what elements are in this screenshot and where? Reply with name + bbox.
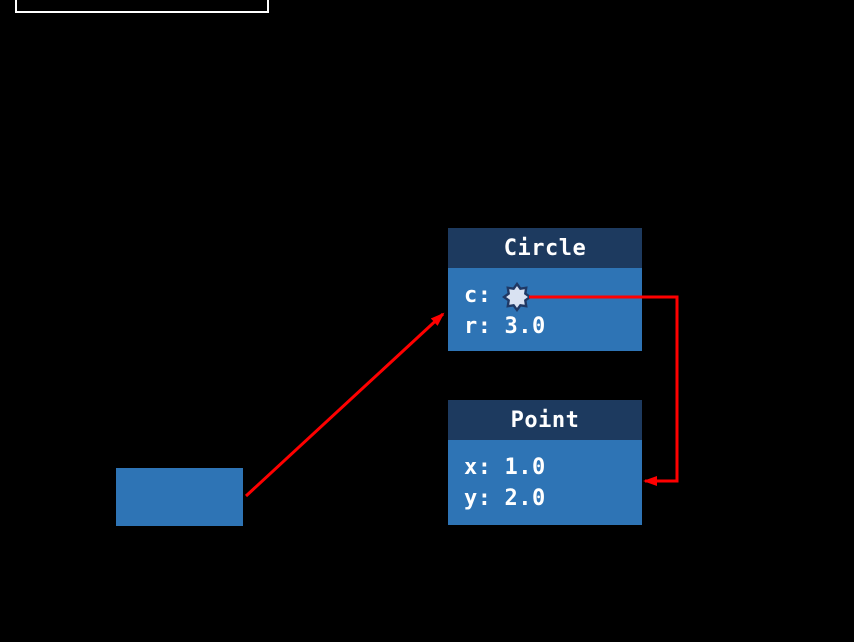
field-value-x: 1.0 xyxy=(504,455,546,480)
point-object-box: Point x: 1.0 y: 2.0 xyxy=(448,400,642,525)
field-row-x: x: 1.0 xyxy=(464,452,642,483)
field-row-y: y: 2.0 xyxy=(464,483,642,514)
arrow-variable-to-circle xyxy=(244,312,445,498)
field-label-x: x: xyxy=(464,455,492,480)
top-partial-outline-box xyxy=(15,0,269,13)
field-row-r: r: 3.0 xyxy=(464,311,642,342)
point-object-title: Point xyxy=(510,407,580,433)
field-value-y: 2.0 xyxy=(504,486,546,511)
star-burst-icon xyxy=(501,281,532,312)
circle-object-header: Circle xyxy=(448,228,642,268)
point-object-body: x: 1.0 y: 2.0 xyxy=(448,440,642,525)
circle-object-body: c: r: 3.0 xyxy=(448,268,642,351)
point-object-header: Point xyxy=(448,400,642,440)
field-label-y: y: xyxy=(464,486,492,511)
field-label-r: r: xyxy=(464,314,492,339)
variable-box xyxy=(116,468,243,526)
circle-object-box: Circle c: r: 3.0 xyxy=(448,228,642,351)
circle-object-title: Circle xyxy=(503,235,587,261)
field-label-c: c: xyxy=(464,283,492,308)
field-value-r: 3.0 xyxy=(504,314,546,339)
field-row-c: c: xyxy=(464,280,642,312)
